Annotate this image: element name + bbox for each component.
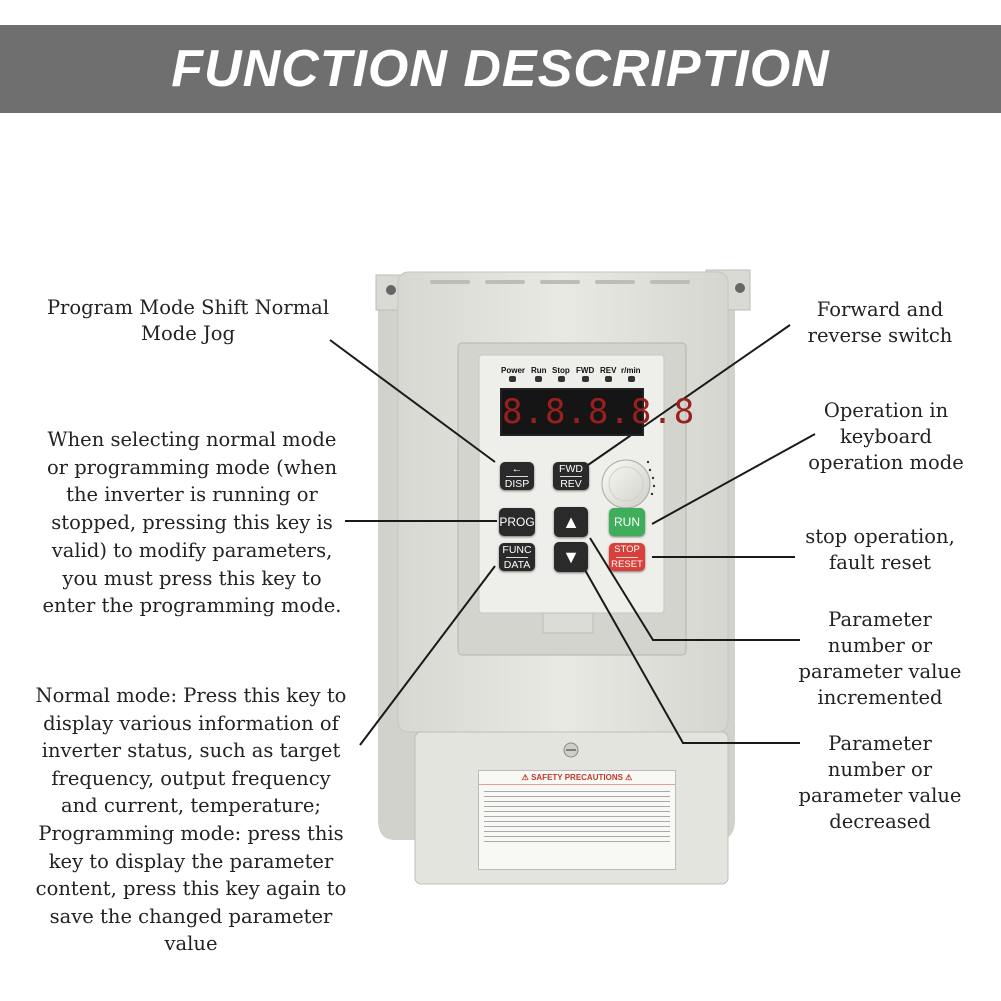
label-fwd-rev-key: Forward and reverse switch xyxy=(807,298,953,347)
leader-up xyxy=(589,537,800,641)
label-up-key: Parameter number or parameter value incr… xyxy=(798,608,962,709)
led-rpm xyxy=(628,376,635,382)
safety-title: ⚠ SAFETY PRECAUTIONS ⚠ xyxy=(479,771,675,785)
indicator-rev: REV xyxy=(600,366,617,375)
led-fwd xyxy=(582,376,589,382)
triangle-up-icon: ▲ xyxy=(562,511,580,532)
safety-sticker: ⚠ SAFETY PRECAUTIONS ⚠ xyxy=(478,770,676,870)
up-key[interactable]: ▲ xyxy=(554,507,588,537)
stop-label: STOP xyxy=(614,543,640,555)
left-arrow-icon: ← xyxy=(511,462,523,475)
leader-shift xyxy=(329,339,496,463)
indicator-run: Run xyxy=(531,366,547,375)
func-label: FUNC xyxy=(502,543,532,556)
led-power xyxy=(509,376,516,382)
data-label: DATA xyxy=(503,558,531,571)
triangle-down-icon: ▼ xyxy=(562,546,580,567)
warning-icon: ⚠ xyxy=(622,773,633,782)
label-func-key: Normal mode: Press this key to display v… xyxy=(35,684,347,956)
warning-icon: ⚠ xyxy=(521,773,532,782)
label-run-key: Operation in keyboard operation mode xyxy=(808,399,964,474)
reset-label: RESET xyxy=(611,558,643,570)
indicator-power: Power xyxy=(501,366,526,375)
leader-fwd xyxy=(587,324,791,466)
fwd-label: FWD xyxy=(559,462,583,475)
led-display: 8.8.8.8.8 xyxy=(500,388,694,436)
led-stop xyxy=(558,376,565,382)
func-data-key[interactable]: FUNC DATA xyxy=(499,543,535,571)
led-run xyxy=(535,376,542,382)
shift-disp-key[interactable]: ← DISP xyxy=(500,462,534,490)
label-down-key: Parameter number or parameter value decr… xyxy=(798,732,962,833)
title-banner: FUNCTION DESCRIPTION xyxy=(0,25,1001,113)
leader-func xyxy=(359,565,496,746)
prog-key[interactable]: PROG xyxy=(499,508,535,536)
leader-down xyxy=(584,569,800,744)
indicator-stop: Stop xyxy=(552,366,570,375)
down-key[interactable]: ▼ xyxy=(554,542,588,572)
panel-latch xyxy=(542,612,594,634)
page-title: FUNCTION DESCRIPTION xyxy=(171,40,830,98)
label-shift-key: Program Mode Shift Normal Mode Jog xyxy=(46,296,330,345)
run-label: RUN xyxy=(614,515,640,529)
leader-run xyxy=(651,433,816,525)
led-rev xyxy=(605,376,612,382)
label-prog-key: When selecting normal mode or programmin… xyxy=(42,428,342,618)
run-key[interactable]: RUN xyxy=(609,508,645,536)
indicator-fwd: FWD xyxy=(576,366,595,375)
rev-label: REV xyxy=(560,477,582,490)
stop-reset-key[interactable]: STOP RESET xyxy=(609,543,645,571)
prog-label: PROG xyxy=(499,515,535,529)
disp-label: DISP xyxy=(504,477,530,490)
indicator-rpm: r/min xyxy=(621,366,641,375)
fwd-rev-key[interactable]: FWD REV xyxy=(553,462,589,490)
label-stop-key: stop operation, fault reset xyxy=(805,525,955,574)
